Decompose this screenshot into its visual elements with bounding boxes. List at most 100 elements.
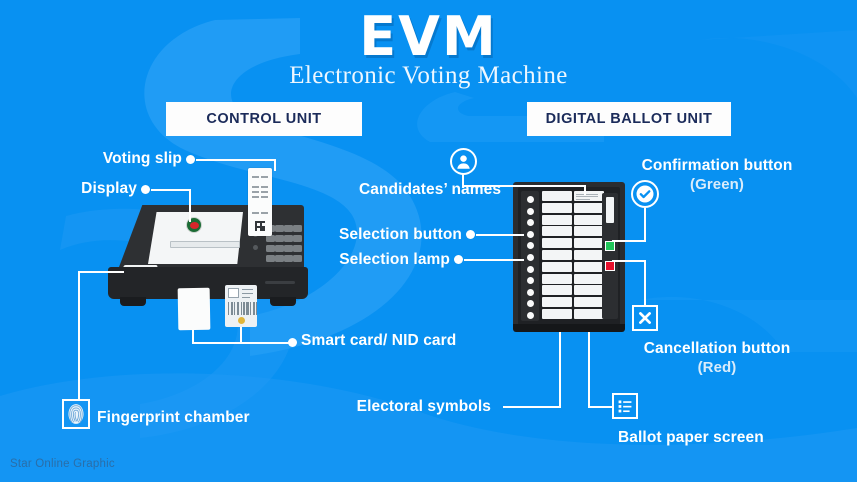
selection-lamp[interactable] [527,207,534,215]
ballot-unit-side-indicator [606,197,614,223]
leader-smartcard-v1 [192,330,194,343]
leader-candidates-h [462,185,586,187]
leader-dot-smartcard [288,338,297,347]
candidate-name-cell[interactable] [574,273,604,284]
candidate-name-cell[interactable] [542,191,572,201]
leader-display-h [151,189,191,191]
leader-confirmation-h [612,240,646,242]
keypad-key[interactable] [275,245,284,252]
keypad-key[interactable] [293,245,302,252]
label-confirmation-button: Confirmation button [641,157,793,174]
leader-display-v [189,189,191,222]
leader-fingerprint-v [78,271,80,399]
candidate-name-cell[interactable] [542,285,572,296]
voting-slip-illustration [248,168,272,236]
candidate-name-cell[interactable] [542,250,572,260]
candidate-name-cell[interactable] [542,261,572,272]
selection-lamp[interactable] [527,300,534,308]
selection-lamp[interactable] [527,277,534,285]
close-x-icon [632,305,658,331]
label-selection-lamp: Selection lamp [339,251,450,268]
keypad-key[interactable] [275,235,284,242]
nid-barcode-bar [252,302,255,315]
candidate-name-cell[interactable] [542,238,572,249]
keypad-key[interactable] [275,225,284,232]
leader-voting-slip-h [196,159,276,161]
candidate-name-cell[interactable] [542,226,572,237]
nid-barcode-bar [255,302,258,315]
keypad-key[interactable] [266,235,275,242]
selection-lamp[interactable] [527,230,534,238]
selection-lamp[interactable] [527,265,534,273]
candidate-name-cell[interactable] [574,285,604,296]
selection-lamp[interactable] [527,219,534,227]
nid-barcode-bar [228,302,230,315]
keypad-key[interactable] [293,235,302,242]
nid-barcode-bar [250,302,252,315]
leader-confirmation-v [644,208,646,241]
leader-voting-slip-v [274,159,276,171]
voting-slip-qr-code [255,221,265,231]
nid-barcode-bar [230,302,233,315]
candidate-name-cell[interactable] [542,297,572,308]
keypad-key[interactable] [275,255,284,262]
nid-barcode-bar [234,302,236,315]
candidate-name-cell[interactable] [574,309,604,319]
label-smart-card: Smart card/ NID card [301,332,457,349]
selection-lamp[interactable] [527,312,534,319]
keypad-key[interactable] [266,255,275,262]
ballot-unit-face [518,187,620,325]
candidate-name-cell[interactable] [574,297,604,308]
confirmation-button-green[interactable] [605,241,615,251]
page-subtitle: Electronic Voting Machine [289,62,568,89]
label-electoral-symbols: Electoral symbols [356,398,491,415]
control-unit-keypad [266,225,302,265]
label-confirmation-button-color: (Green) [689,176,745,193]
display-progress-bar [170,241,240,248]
candidate-name-cell[interactable] [542,309,572,319]
control-unit-foot-left [120,297,146,306]
selection-lamp[interactable] [527,254,534,261]
leader-smartcard-h [192,342,290,344]
keypad-key[interactable] [293,225,302,232]
leader-electoral-h [503,406,561,408]
selection-lamp[interactable] [527,288,534,296]
keypad-key[interactable] [284,255,293,262]
leader-cancellation-v [644,260,646,305]
leader-smartcard-v2 [240,327,242,343]
leader-candidates-v2 [584,185,586,195]
ballot-unit-side-panel [602,193,618,319]
candidate-name-cell[interactable] [542,273,572,284]
keypad-key[interactable] [284,245,293,252]
leader-selection-lamp-h [464,259,524,261]
person-icon [450,148,477,175]
candidate-name-cell[interactable] [542,202,572,213]
candidate-name-cell[interactable] [574,226,604,237]
candidate-name-cell[interactable] [574,250,604,260]
cancellation-button-red[interactable] [605,261,615,271]
selection-lamp[interactable] [527,242,534,250]
selection-lamp[interactable] [527,196,534,203]
candidate-name-cell[interactable] [574,238,604,249]
page-title-block: EVM Electronic Voting Machine [0,8,857,90]
leader-fingerprint-h [78,271,124,273]
keypad-key[interactable] [266,245,275,252]
keypad-key[interactable] [293,255,302,262]
label-fingerprint-chamber: Fingerprint chamber [97,409,250,426]
leader-cancellation-h [612,260,646,262]
leader-dot-display [141,185,150,194]
keypad-key[interactable] [284,235,293,242]
candidate-name-cell[interactable] [574,191,604,201]
label-display: Display [81,180,137,197]
keypad-key[interactable] [284,225,293,232]
candidate-name-cell[interactable] [574,261,604,272]
nid-barcode-bar [246,302,249,315]
digital-ballot-unit-illustration [513,182,625,332]
label-cancellation-button-color: (Red) [697,359,737,376]
candidate-name-cell[interactable] [574,214,604,225]
candidate-name-cell[interactable] [542,214,572,225]
nid-barcode-bar [243,302,246,315]
candidate-name-cell[interactable] [574,202,604,213]
leader-ballotscreen-v [588,332,590,407]
label-voting-slip: Voting slip [102,150,182,167]
